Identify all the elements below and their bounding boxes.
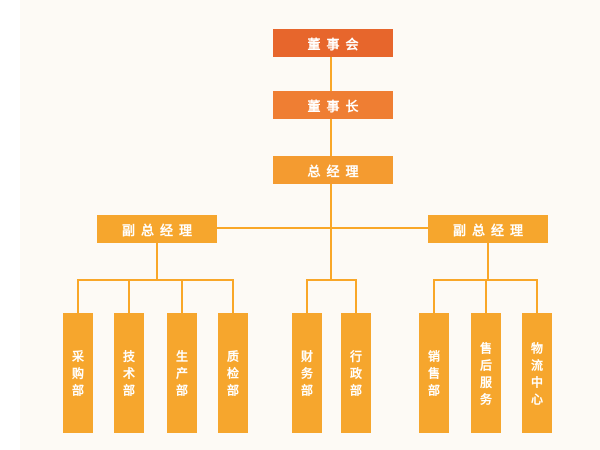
- node-dept-finance: 财务部: [292, 313, 322, 433]
- connector-drop-zhijian: [232, 279, 234, 313]
- connector-drop-wuliu: [536, 279, 538, 313]
- connector-drop-caiwu: [306, 279, 308, 313]
- connector-drop-xingzheng: [355, 279, 357, 313]
- connector-drop-shengchan: [181, 279, 183, 313]
- connector-deputy-right-drop: [487, 243, 489, 281]
- connector-center-bus: [306, 279, 357, 281]
- connector-drop-shouhou: [485, 279, 487, 313]
- node-general-manager: 总经理: [273, 156, 393, 184]
- node-dept-aftersales: 售后服务: [471, 313, 501, 433]
- node-dept-technology: 技术部: [114, 313, 144, 433]
- node-deputy-right: 副总经理: [428, 215, 548, 243]
- connector-gm-trunk: [330, 184, 332, 281]
- node-board: 董事会: [273, 29, 393, 57]
- node-dept-quality: 质检部: [218, 313, 248, 433]
- connector-deputy-left-drop: [156, 243, 158, 281]
- connector-board-chairman: [330, 57, 332, 91]
- connector-deputies-crossbar: [217, 227, 428, 229]
- connector-drop-xiaoshou: [433, 279, 435, 313]
- node-dept-logistics: 物流中心: [522, 313, 552, 433]
- connector-left-bus: [77, 279, 234, 281]
- connector-chairman-gm: [330, 119, 332, 156]
- connector-drop-caigou: [77, 279, 79, 313]
- node-dept-administration: 行政部: [341, 313, 371, 433]
- node-dept-purchasing: 采购部: [63, 313, 93, 433]
- node-dept-production: 生产部: [167, 313, 197, 433]
- node-dept-sales: 销售部: [419, 313, 449, 433]
- node-chairman: 董事长: [273, 91, 393, 119]
- connector-drop-jishu: [128, 279, 130, 313]
- node-deputy-left: 副总经理: [97, 215, 217, 243]
